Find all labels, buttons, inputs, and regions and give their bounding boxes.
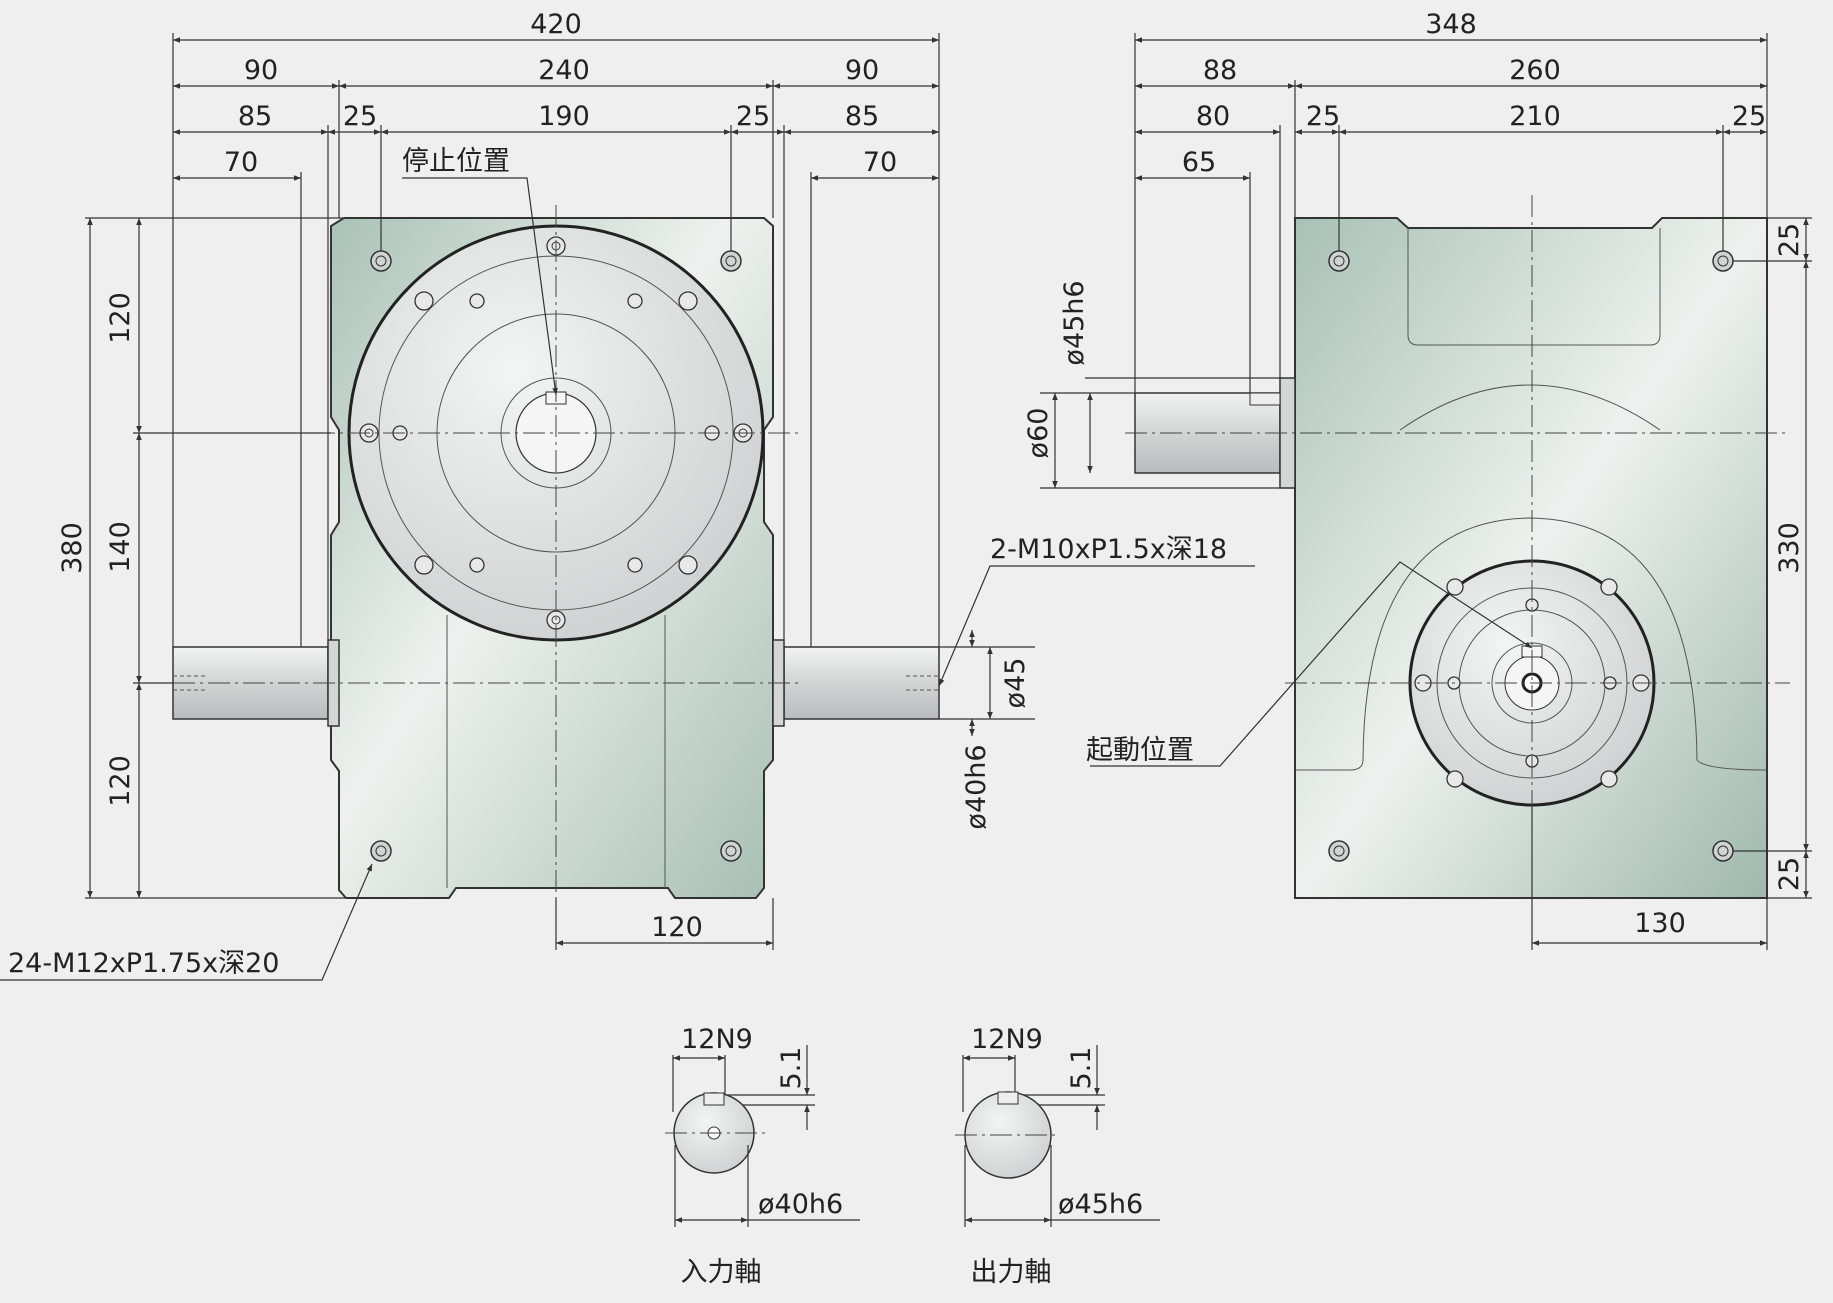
dim-side-overall-height: 330: [1774, 522, 1805, 574]
dim-front-left-inner: 85: [238, 101, 272, 132]
key-input-shaft-fit: ø40h6: [758, 1189, 843, 1220]
bolt-hole: [370, 250, 742, 862]
dim-side-right-width: 260: [1509, 55, 1561, 86]
dim-side-shaft-inner: 65: [1182, 147, 1216, 178]
label-bolt-hole-note: 24-M12xP1.75x深20: [8, 948, 279, 979]
dim-front-bolt-span: 190: [538, 101, 590, 132]
key-detail-input: 12N9 5.1 ø40h6 入力軸: [665, 1024, 860, 1288]
dim-front-left-width: 90: [244, 55, 278, 86]
dim-front-height-top: 120: [105, 292, 136, 344]
dim-side-shaft-dia: ø60: [1023, 408, 1054, 459]
label-start-position: 起動位置: [1086, 735, 1194, 766]
dim-front-height-bottom: 120: [105, 755, 136, 807]
dim-side-shaft-outer: 80: [1196, 101, 1230, 132]
side-view: [1125, 195, 1790, 930]
front-dimensions: 420 90 240 90 85 25 190 25 85 70 70 120 …: [0, 9, 1255, 981]
dim-front-bolt-offset-left: 25: [343, 101, 377, 132]
dim-front-bolt-offset-right: 25: [736, 101, 770, 132]
dim-side-bolt-span: 210: [1509, 101, 1561, 132]
caption-input-shaft: 入力軸: [681, 1257, 762, 1288]
dim-front-height-mid: 140: [105, 521, 136, 573]
dim-front-center-width: 240: [538, 55, 590, 86]
caption-output-shaft: 出力軸: [971, 1257, 1052, 1288]
input-shaft-right: [783, 646, 940, 720]
key-detail-output: 12N9 5.1 ø45h6 出力軸: [955, 1024, 1160, 1288]
front-view: [138, 205, 940, 915]
dim-front-shaft-fit: ø40h6: [961, 744, 992, 829]
dim-front-overall-height: 380: [57, 522, 88, 574]
dim-side-overall-width: 348: [1425, 9, 1477, 40]
side-bolt-hole: [1328, 250, 1734, 862]
key-output-depth: 5.1: [1066, 1047, 1097, 1090]
dim-front-bottom: 120: [651, 912, 703, 943]
dim-front-left-shaft: 70: [224, 147, 258, 178]
dim-front-right-inner: 85: [845, 101, 879, 132]
key-input-depth: 5.1: [776, 1047, 807, 1090]
label-stop-position: 停止位置: [402, 146, 510, 177]
dim-side-shaft-fit: ø45h6: [1059, 280, 1090, 365]
key-output-width: 12N9: [971, 1024, 1043, 1055]
dim-side-top-offset: 25: [1774, 223, 1805, 257]
label-tap-hole-note: 2-M10xP1.5x深18: [990, 534, 1227, 565]
dim-front-right-shaft: 70: [863, 147, 897, 178]
dim-front-overall-width: 420: [530, 9, 582, 40]
dim-side-left-width: 88: [1203, 55, 1237, 86]
side-housing: [1294, 217, 1768, 899]
key-output-shaft-fit: ø45h6: [1058, 1189, 1143, 1220]
dim-front-shaft-dia: ø45: [1000, 658, 1031, 709]
dim-side-bolt-offset-left: 25: [1306, 101, 1340, 132]
side-dimensions: 348 88 260 80 25 210 25 65 130 25 330 25…: [1023, 9, 1812, 950]
dim-side-bottom: 130: [1634, 908, 1686, 939]
dim-side-bottom-offset: 25: [1774, 857, 1805, 891]
dim-front-right-width: 90: [845, 55, 879, 86]
dim-side-bolt-offset-right: 25: [1732, 101, 1766, 132]
key-input-width: 12N9: [681, 1024, 753, 1055]
